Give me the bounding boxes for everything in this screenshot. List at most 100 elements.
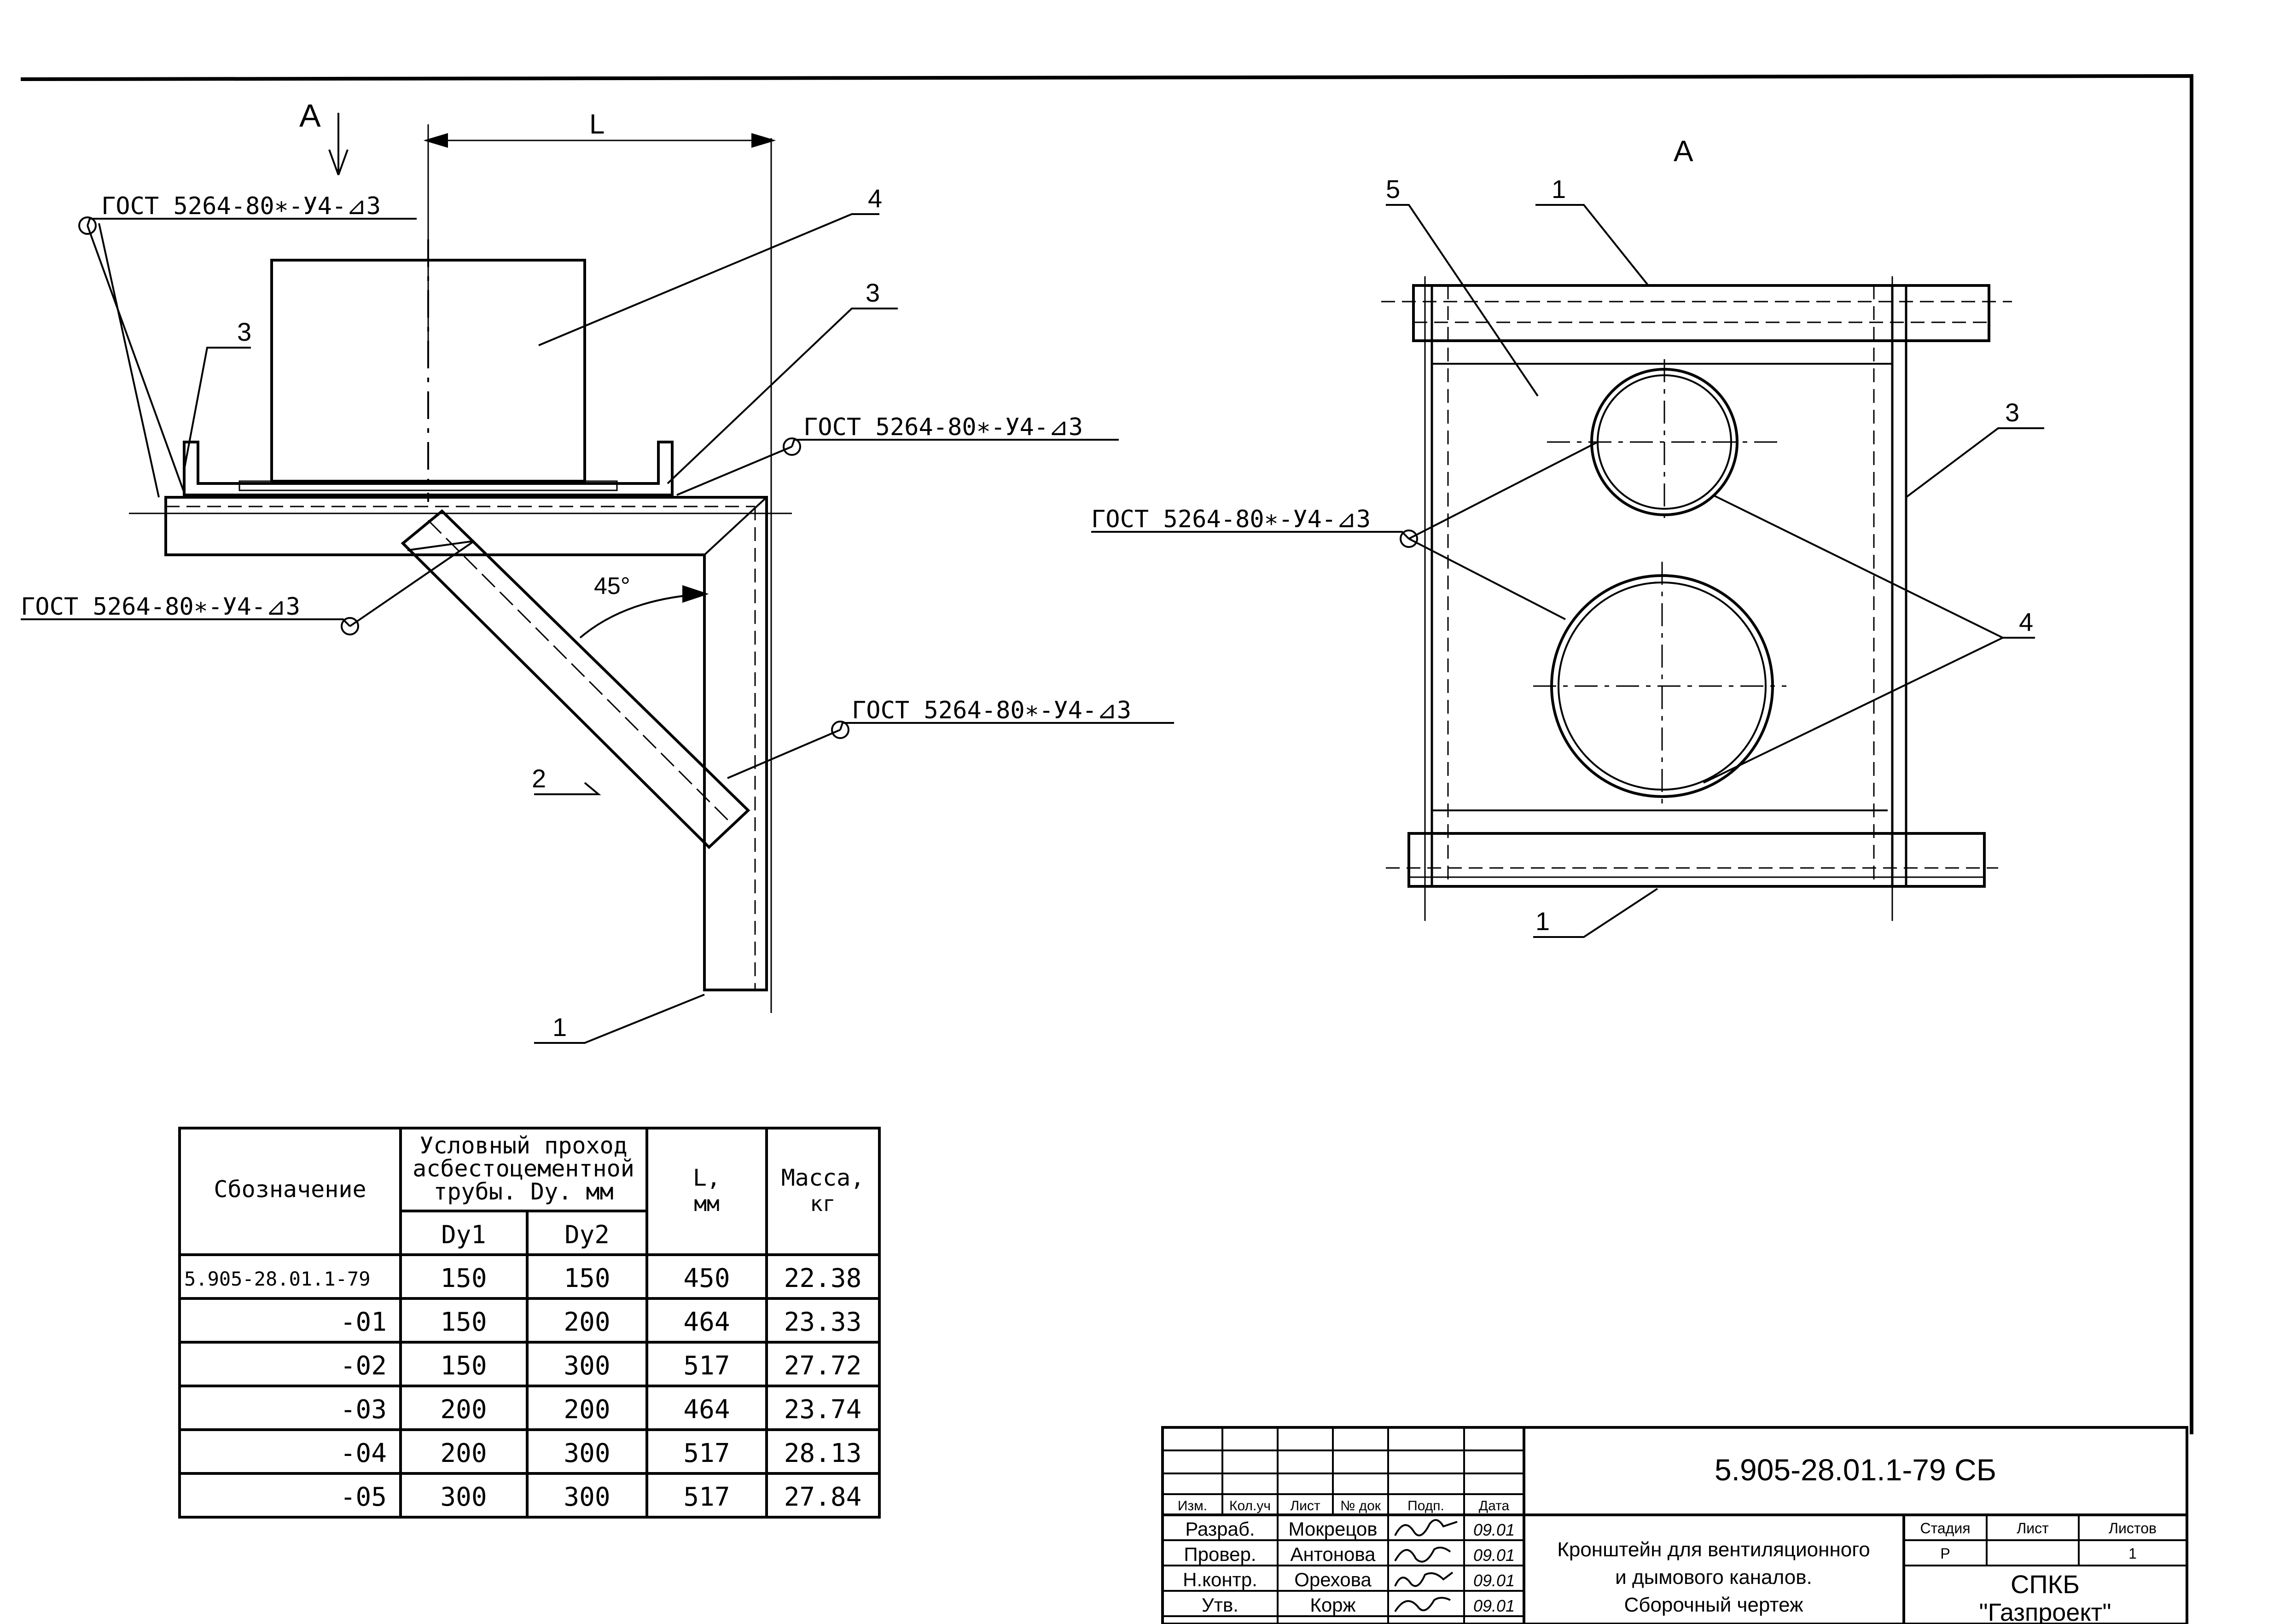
front-view-labels: А L 45° 4 3 3 2 1 ГОСТ 5264-80∗-У4-⊿3 ГО… bbox=[21, 98, 1131, 1042]
table-row: 5.905-28.01.1-79 150 150 450 22.38 bbox=[184, 1263, 861, 1293]
signatory-name: Антонова bbox=[1290, 1543, 1376, 1565]
signatory-date: 09.01 bbox=[1473, 1546, 1515, 1565]
signatory-row: Разраб. Мокрецов 09.01 bbox=[1185, 1518, 1515, 1540]
position-4-view-a: 4 bbox=[2019, 607, 2033, 636]
stage-header: Стадия bbox=[1920, 1520, 1970, 1537]
weld-note-2: ГОСТ 5264-80∗-У4-⊿3 bbox=[803, 413, 1083, 441]
sheets-value: 1 bbox=[2128, 1545, 2137, 1562]
row-mass: 27.72 bbox=[784, 1351, 862, 1381]
variants-table: Сбозначение Условный проход асбестоцемен… bbox=[178, 1127, 881, 1519]
col-header-docno: № док bbox=[1340, 1498, 1381, 1513]
row-mass: 28.13 bbox=[784, 1438, 862, 1468]
position-2: 2 bbox=[532, 764, 546, 793]
signatory-date: 09.01 bbox=[1473, 1520, 1515, 1539]
sheet-frame bbox=[20, 74, 2193, 1434]
header-passage-3: трубы. Dу. мм bbox=[433, 1178, 613, 1205]
row-L: 517 bbox=[683, 1482, 730, 1512]
position-3-left: 3 bbox=[237, 317, 251, 346]
col-header-qty: Кол.уч bbox=[1229, 1498, 1271, 1513]
signatory-row: Утв. Корж 09.01 bbox=[1202, 1594, 1515, 1616]
signatory-name: Корж bbox=[1310, 1594, 1355, 1616]
row-mass: 23.33 bbox=[784, 1307, 862, 1337]
row-mass: 27.84 bbox=[784, 1482, 862, 1512]
header-L-2: мм bbox=[694, 1191, 719, 1216]
row-dy1: 300 bbox=[440, 1482, 487, 1512]
view-a-title: А bbox=[1674, 134, 1693, 168]
position-3-right: 3 bbox=[866, 278, 880, 307]
view-arrow-label: А bbox=[299, 98, 321, 134]
dimension-L-label: L bbox=[589, 109, 605, 140]
table-row: -01 150 200 464 23.33 bbox=[340, 1307, 861, 1337]
view-a bbox=[1091, 204, 2044, 938]
position-5: 5 bbox=[1386, 175, 1400, 204]
title-block: Изм. Кол.уч Лист № док Подп. Дата Разраб… bbox=[1161, 1426, 2188, 1624]
position-1-top: 1 bbox=[1552, 175, 1566, 204]
organization-1: СПКБ bbox=[2011, 1570, 2080, 1599]
sheets-header: Листов bbox=[2109, 1520, 2157, 1537]
row-designation: -02 bbox=[340, 1351, 387, 1381]
signatory-role: Н.контр. bbox=[1183, 1569, 1257, 1590]
signatory-row: Н.контр. Орехова 09.01 bbox=[1183, 1569, 1515, 1590]
header-mass-2: кг bbox=[810, 1191, 835, 1216]
row-designation: -04 bbox=[340, 1438, 387, 1468]
row-L: 517 bbox=[683, 1438, 730, 1468]
weld-note-1: ГОСТ 5264-80∗-У4-⊿3 bbox=[101, 192, 381, 220]
col-header-change: Изм. bbox=[1178, 1498, 1207, 1513]
signatory-date: 09.01 bbox=[1473, 1571, 1515, 1590]
row-L: 517 bbox=[683, 1351, 730, 1381]
signatory-role: Провер. bbox=[1184, 1543, 1256, 1565]
row-dy2: 300 bbox=[564, 1438, 610, 1468]
sheet-header: Лист bbox=[2017, 1520, 2049, 1537]
signatory-date: 09.01 bbox=[1473, 1596, 1515, 1615]
row-dy2: 300 bbox=[564, 1482, 610, 1512]
position-3-view-a: 3 bbox=[2005, 398, 2019, 427]
col-header-sign: Подп. bbox=[1407, 1498, 1444, 1513]
header-L-1: L, bbox=[693, 1164, 721, 1191]
signature-marks bbox=[1394, 1519, 1458, 1612]
header-designation: Сбозначение bbox=[214, 1176, 366, 1203]
header-dy1: Dу1 bbox=[441, 1220, 486, 1249]
signatory-name: Мокрецов bbox=[1288, 1518, 1377, 1540]
row-dy2: 200 bbox=[564, 1307, 610, 1337]
row-designation: -03 bbox=[340, 1395, 387, 1425]
table-row: -03 200 200 464 23.74 bbox=[340, 1395, 861, 1425]
row-dy2: 150 bbox=[564, 1263, 610, 1293]
stage-value: Р bbox=[1940, 1545, 1950, 1562]
row-dy1: 150 bbox=[440, 1263, 487, 1293]
header-passage-2: асбестоцементной bbox=[413, 1155, 634, 1182]
row-designation: -05 bbox=[340, 1482, 387, 1512]
row-dy1: 200 bbox=[440, 1395, 487, 1425]
document-code: 5.905-28.01.1-79 СБ bbox=[1715, 1453, 1996, 1487]
row-dy1: 200 bbox=[440, 1438, 487, 1468]
drawing-title-1: Кронштейн для вентиляционного bbox=[1557, 1538, 1870, 1561]
col-header-sheet: Лист bbox=[1290, 1498, 1320, 1513]
row-mass: 23.74 bbox=[784, 1395, 862, 1425]
weld-note-3: ГОСТ 5264-80∗-У4-⊿3 bbox=[21, 593, 300, 621]
row-designation: 5.905-28.01.1-79 bbox=[184, 1268, 371, 1290]
weld-note-view-a: ГОСТ 5264-80∗-У4-⊿3 bbox=[1091, 506, 1371, 533]
signatory-row: Провер. Антонова 09.01 bbox=[1184, 1543, 1515, 1565]
position-4: 4 bbox=[868, 184, 882, 213]
signatory-role: Утв. bbox=[1202, 1594, 1239, 1616]
table-row: -04 200 300 517 28.13 bbox=[340, 1438, 861, 1468]
drawing-title-2: и дымового каналов. bbox=[1615, 1566, 1812, 1589]
header-dy2: Dу2 bbox=[564, 1220, 610, 1249]
organization-2: "Газпроект" bbox=[1979, 1599, 2111, 1624]
header-mass-1: Масса, bbox=[781, 1164, 865, 1191]
angle-label: 45° bbox=[594, 573, 630, 600]
row-dy1: 150 bbox=[440, 1307, 487, 1337]
position-1-bottom: 1 bbox=[1535, 907, 1550, 936]
row-L: 464 bbox=[683, 1395, 730, 1425]
drawing-title-3: Сборочный чертеж bbox=[1624, 1594, 1803, 1616]
table-row: -02 150 300 517 27.72 bbox=[340, 1351, 861, 1381]
col-header-date: Дата bbox=[1479, 1498, 1510, 1513]
view-a-labels: А 5 1 3 4 1 ГОСТ 5264-80∗-У4-⊿3 bbox=[1091, 134, 2033, 936]
signatory-role: Разраб. bbox=[1185, 1518, 1255, 1540]
row-L: 450 bbox=[683, 1263, 730, 1293]
row-designation: -01 bbox=[340, 1307, 387, 1337]
table-row: -05 300 300 517 27.84 bbox=[340, 1482, 861, 1512]
row-L: 464 bbox=[683, 1307, 730, 1337]
weld-note-4: ГОСТ 5264-80∗-У4-⊿3 bbox=[852, 697, 1131, 724]
position-1: 1 bbox=[552, 1013, 567, 1042]
